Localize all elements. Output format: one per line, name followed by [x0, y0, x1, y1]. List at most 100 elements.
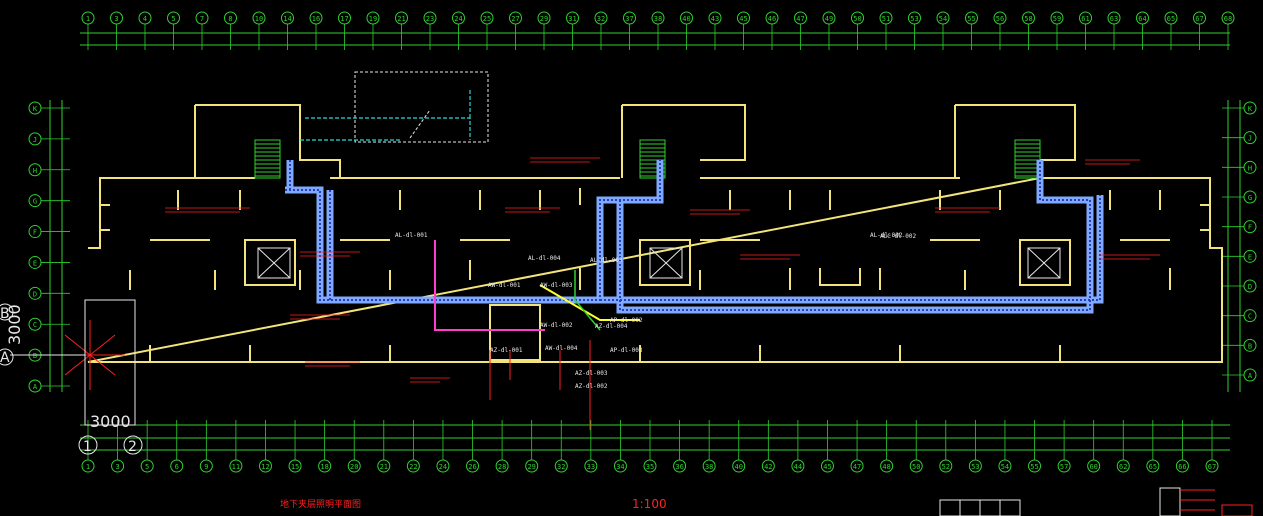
axis-label: 38 — [705, 463, 713, 471]
axis-label: 67 — [1208, 463, 1216, 471]
axis-bubble-59: 59 — [1050, 11, 1064, 50]
detail-block — [939, 487, 1253, 516]
axis-bubble-6: 6 — [170, 420, 184, 473]
axis-bubble-A: A — [28, 379, 70, 393]
axis-bubble-38: 38 — [651, 11, 665, 50]
panel-label: AW-dl-002 — [540, 322, 573, 329]
axis-bubble-28: 28 — [495, 420, 509, 473]
axis-label: 6 — [175, 463, 179, 471]
drawing-title: 地下夹层照明平面图 — [280, 498, 361, 510]
axis-label: 21 — [397, 15, 405, 23]
axis-label: A — [33, 383, 38, 391]
axis-bubble-56: 56 — [993, 11, 1007, 50]
building-walls — [87, 104, 1223, 363]
panel-label: AZ-dl-002 — [575, 383, 608, 390]
axis-label-1-large: 1 — [83, 439, 92, 455]
axis-bubble-40: 40 — [732, 420, 746, 473]
axis-bubble-51: 51 — [879, 11, 893, 50]
axis-label: 53 — [910, 15, 918, 23]
axis-bubble-35: 35 — [643, 420, 657, 473]
axis-label: K — [1248, 105, 1253, 113]
axis-label: 45 — [823, 463, 831, 471]
axis-bubble-F: F — [28, 225, 70, 239]
axis-label: 9 — [204, 463, 208, 471]
axis-bubble-H: H — [28, 163, 70, 177]
axis-label: 49 — [825, 15, 833, 23]
axis-bubble-18: 18 — [318, 420, 332, 473]
axis-label: D — [33, 290, 37, 298]
left-dimension-chain — [49, 100, 1241, 392]
axis-bubble-5: 5 — [167, 11, 180, 50]
panel-label: AW-dl-001 — [488, 282, 521, 289]
axis-bubble-66: 66 — [1175, 420, 1189, 473]
axis-label: 3 — [115, 463, 119, 471]
axis-bubble-H: H — [1222, 160, 1257, 174]
axis-label: 5 — [145, 463, 149, 471]
axis-label: 55 — [1030, 463, 1038, 471]
axis-bubble-3: 3 — [110, 11, 123, 50]
axis-bubble-38: 38 — [702, 420, 716, 473]
axis-label: E — [33, 259, 37, 267]
axis-label: 42 — [764, 463, 772, 471]
axis-bubble-24: 24 — [452, 11, 465, 50]
axis-label: D — [1248, 283, 1252, 291]
axis-bubble-29: 29 — [537, 11, 551, 50]
axis-label: 46 — [768, 15, 776, 23]
upper-room-outline — [354, 71, 489, 143]
axis-bubble-9: 9 — [199, 420, 213, 473]
axis-label: 40 — [682, 15, 690, 23]
axis-label: 27 — [511, 15, 519, 23]
axis-bubble-58: 58 — [1022, 11, 1035, 50]
axis-label: 43 — [711, 15, 719, 23]
axis-label: 65 — [1167, 15, 1175, 23]
axis-bubble-24: 24 — [436, 420, 450, 473]
axis-bubble-C: C — [1222, 309, 1257, 323]
axis-label: 32 — [557, 463, 565, 471]
axis-label: 67 — [1195, 15, 1203, 23]
axis-bubble-52: 52 — [939, 420, 953, 473]
axis-label: 64 — [1138, 15, 1146, 23]
axis-bubble-23: 23 — [423, 11, 437, 50]
axis-label: 29 — [540, 15, 548, 23]
axis-label: 7 — [200, 15, 204, 23]
axis-bubble-5: 5 — [140, 420, 154, 473]
panel-label: AP-dl-002 — [610, 317, 643, 324]
axis-label: 16 — [312, 15, 320, 23]
axis-bubble-25: 25 — [480, 11, 494, 50]
axis-label: 38 — [654, 15, 662, 23]
axis-bubble-B: B — [1222, 338, 1257, 352]
axis-label: 65 — [1149, 463, 1157, 471]
panel-label: AL-dl-003 — [590, 257, 623, 264]
axis-bubble-4: 4 — [138, 11, 152, 50]
axis-bubble-A: A — [1222, 368, 1257, 382]
axis-label: 8 — [228, 15, 232, 23]
axis-bubble-36: 36 — [673, 420, 687, 473]
axis-label: 62 — [1119, 463, 1127, 471]
axis-label: 36 — [675, 463, 683, 471]
axis-label: A — [1248, 372, 1253, 380]
axis-label: 17 — [340, 15, 348, 23]
axis-label: 63 — [1110, 15, 1118, 23]
axis-label-a-large: A — [0, 350, 10, 366]
big-dim-vertical: 3000 — [5, 304, 24, 345]
axis-label: 60 — [1089, 463, 1097, 471]
axis-label: 22 — [409, 463, 417, 471]
cable-runs — [434, 240, 640, 430]
axis-bubble-26: 26 — [466, 420, 480, 473]
elevators — [257, 247, 1061, 279]
axis-label: 33 — [587, 463, 595, 471]
axis-label: 56 — [996, 15, 1004, 23]
axis-bubble-49: 49 — [822, 11, 836, 50]
panel-label: AW-dl-004 — [545, 345, 578, 352]
axis-label: 52 — [942, 463, 950, 471]
axis-bubble-62: 62 — [1116, 420, 1130, 473]
axis-label-2-large: 2 — [128, 439, 137, 455]
axis-label: 15 — [291, 463, 299, 471]
axis-label: 29 — [527, 463, 535, 471]
axis-bubble-67: 67 — [1193, 11, 1206, 50]
axis-bubble-E: E — [1222, 249, 1257, 263]
axis-label: 18 — [320, 463, 328, 471]
panel-label: AZ-dl-001 — [490, 347, 523, 354]
